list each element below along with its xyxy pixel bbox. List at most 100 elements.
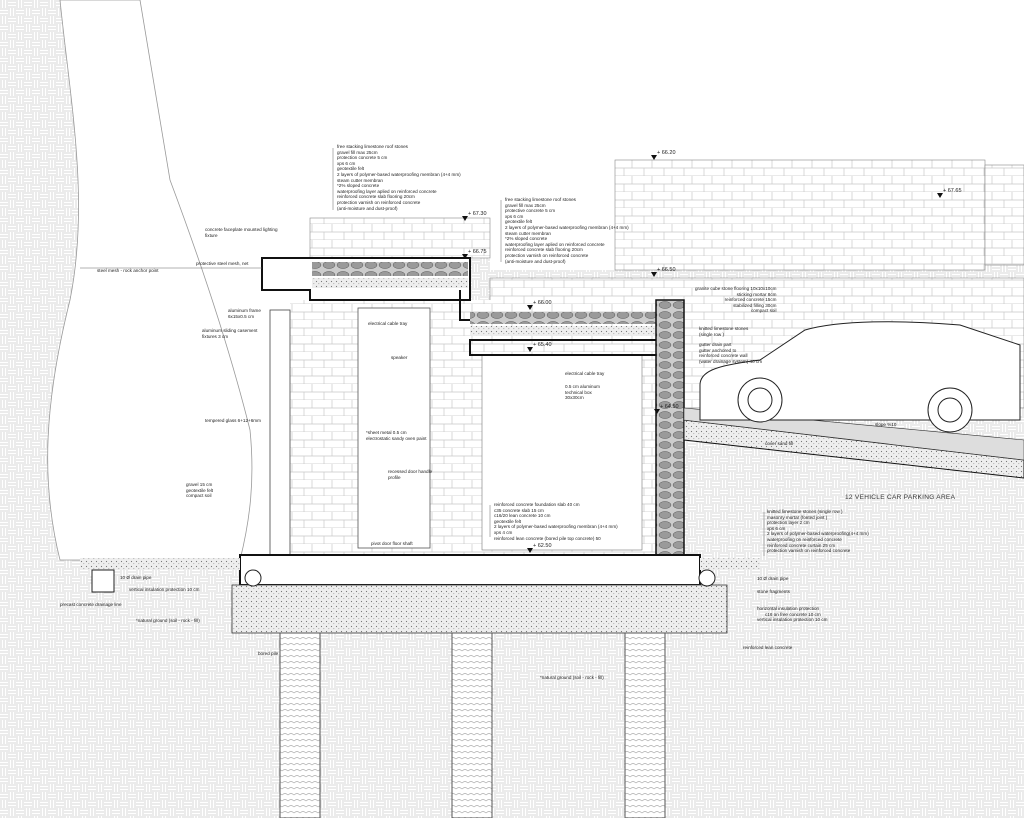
layer: (anti-moisture and dust-proof) (505, 258, 566, 264)
pivot-door (357, 307, 431, 549)
foundation-slab (239, 554, 701, 586)
layer: reinforced concrete 15cm (724, 297, 777, 303)
layer: xps 6 cm (337, 160, 356, 166)
car (699, 321, 1021, 433)
glass-room (481, 354, 643, 551)
layer: reinforced lean concrete (bored pile top… (494, 535, 601, 541)
layer: protection varnish on reinforced concret… (337, 199, 421, 205)
level-marker: + 67.65 (937, 188, 962, 198)
layer: xps 6 cm (505, 213, 524, 219)
lean-concrete (231, 584, 728, 634)
line: fixtures 3 cm (202, 333, 229, 339)
line: 0.5 cm aluminum (565, 384, 600, 389)
line: reinforced concrete wall (699, 353, 748, 359)
layer: granite cube stone flooring 10x10x10cm (695, 286, 777, 291)
layer: xps 6 cm (767, 525, 786, 531)
bored-pile-note: bored pile (258, 651, 279, 656)
wall-layers: knitted limestone stones (single row )ma… (767, 509, 869, 554)
layer: reinforced concrete slab flooring 20cm (337, 194, 415, 200)
bored-piles (279, 632, 666, 818)
line: *sheet metal 0.5 cm (366, 430, 407, 435)
drain-pipe-note: 10 Ø drain pipe (757, 576, 789, 581)
layer: 2 layers of polymer-based waterproofing … (505, 224, 629, 230)
line: (water drainage system) 40 cm (699, 358, 763, 364)
natural-ground-note: *natural ground (soil - rock - fill) (136, 618, 200, 623)
mesh-note: protective steel mesh, net (196, 261, 249, 266)
sand-fill-note: cover sand fill (765, 441, 794, 446)
layer: c16/20 lean concrete 10 cm (494, 513, 551, 519)
insulation-note: vertical insulation protection 10 cm (129, 587, 200, 592)
layer: knitted limestone stones (single row ) (767, 509, 843, 514)
line: gutter anchored to (699, 347, 737, 353)
layer: protection varnish on reinforced concret… (767, 548, 851, 554)
drain-pipe-left (244, 569, 262, 587)
knitted-stones-note: knitted limestone stones(single row ) (699, 326, 748, 337)
layer: waterproofing on reinforced concrete (767, 536, 842, 542)
line: 6x15x0.5 cm (228, 313, 255, 319)
level-marker: + 66.20 (651, 150, 676, 160)
line: gutter drain part (699, 342, 732, 347)
layer: protection layer 2 cm (767, 520, 810, 526)
line: concrete faceplate mounted lighting (205, 227, 278, 232)
layer: waterproofing layer aplied on reinforced… (505, 241, 605, 247)
level-marker: + 66.00 (527, 300, 552, 310)
speaker-note: speaker (391, 355, 408, 360)
layer: steam cutter membran (505, 230, 551, 236)
layer: geotextile felt (505, 219, 533, 225)
pivot-note: pivot door floor shaft (371, 541, 413, 546)
layer: protection concrete 5 cm (337, 155, 388, 161)
layer: waterproofing layer aplied on reinforced… (337, 188, 437, 194)
layer: compact soil (750, 308, 777, 314)
layer: steam cutter membran (337, 177, 383, 183)
layer: geotextile felt (494, 518, 522, 524)
anchor-note: steel mesh - rock anchor point (97, 268, 159, 273)
level-marker: + 62.50 (527, 543, 552, 553)
line: gravel 15 cm (186, 482, 213, 487)
layer: *2% sloped concrete (505, 236, 548, 242)
drain-pipe-right (698, 569, 716, 587)
layer: horizontal insulation protection (757, 606, 820, 611)
layer: protective concrete 5 cm (505, 208, 556, 214)
level-marker: + 65.40 (527, 342, 552, 352)
line: recessed door handle (388, 469, 433, 474)
layer: reinforced concrete curtain 25 cm (767, 542, 836, 548)
line: (single row ) (699, 331, 725, 337)
glass-note: tempered glass 6+12+6mm (205, 418, 261, 423)
level-marker: + 66.75 (462, 249, 487, 259)
parking-area-label: 12 VEHICLE CAR PARKING AREA (845, 494, 956, 501)
natural-ground-note: *natural ground (soil - rock - fill) (540, 675, 604, 680)
drain-pipe-note: 10 Ø drain pipe (120, 575, 152, 580)
line: fixture (205, 232, 218, 238)
layer: vertical insulation protection 10 cm (757, 617, 828, 623)
layer: protection varnish on reinforced concret… (505, 252, 589, 258)
foundation-layers: reinforced concrete foundation slab 40 c… (494, 502, 618, 541)
layer: *2% sloped concrete (337, 183, 380, 189)
precast-note: precast concrete drainage line (60, 602, 122, 607)
layer: geotextile felt (337, 166, 365, 172)
line: electrostatic sandy oven paint (366, 435, 427, 441)
layer: 2 layers of polymer-based waterproofing … (494, 524, 618, 530)
cable-tray-note: electrical cable tray (368, 321, 408, 326)
line: aluminum sliding casement (202, 328, 258, 333)
layer: free stacking limestone roof stones (337, 144, 408, 149)
layer: sticking mortar 8cm (736, 291, 777, 297)
layer: 2 layers of polymer-based waterproofing … (337, 171, 461, 177)
line: compact soil (186, 493, 212, 499)
stone-wall-upper (309, 217, 491, 259)
layer: masonry mortar (fonted joint ) (767, 514, 828, 520)
line: profile (388, 474, 401, 480)
level-marker: + 66.50 (651, 267, 676, 277)
rock-face (47, 0, 253, 561)
level-marker: + 67.30 (462, 211, 487, 221)
layer: gravel fill max 25cm (505, 202, 546, 208)
